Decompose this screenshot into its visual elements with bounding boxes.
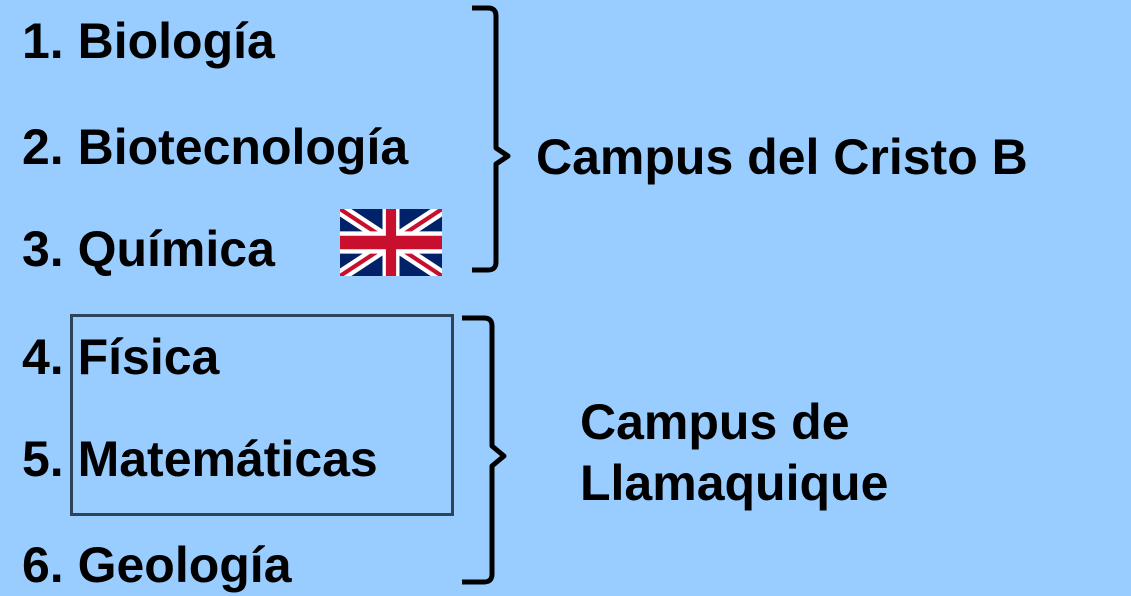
group-2-brace — [462, 315, 507, 585]
degree-item-biologia: 1. Biología — [22, 13, 275, 69]
degree-item-matematicas: 5. Matemáticas — [22, 431, 378, 487]
degree-item-biotecnologia: 2. Biotecnología — [22, 119, 409, 175]
campus-cristo-label: Campus del Cristo B — [536, 129, 1028, 185]
group-1-brace — [472, 5, 511, 273]
degree-item-quimica: 3. Química — [22, 221, 275, 277]
campus-llamaquique-line2: Llamaquique — [580, 455, 889, 511]
degree-item-fisica: 4. Física — [22, 329, 220, 385]
campus-llamaquique-line1: Campus de — [580, 394, 850, 450]
campus-llamaquique-label: Campus de Llamaquique — [580, 392, 888, 514]
highlight-box — [70, 314, 454, 516]
degree-item-geologia: 6. Geología — [22, 537, 292, 593]
uk-flag-icon — [340, 209, 442, 276]
